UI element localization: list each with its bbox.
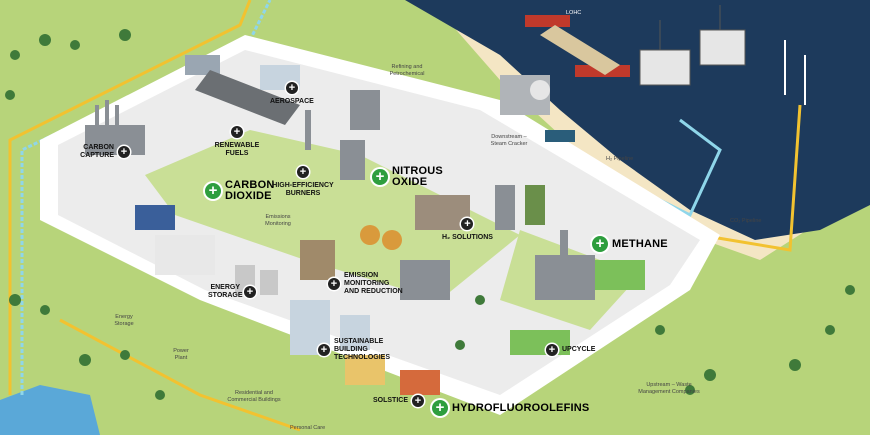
- high-efficiency-burners-label: HIGH-EFFICIENCY BURNERS: [272, 182, 334, 197]
- carbon-dioxide-label: CARBON DIOXIDE: [225, 179, 275, 202]
- plus-icon: +: [546, 344, 558, 356]
- plus-icon: +: [412, 395, 425, 407]
- plus-icon: +: [118, 146, 130, 158]
- plus-icon: +: [205, 183, 221, 199]
- ships: [525, 15, 630, 77]
- upcycle-greenhouse: [510, 330, 570, 355]
- central-green: [145, 130, 520, 300]
- residential-label: Residential and Commercial Buildings: [227, 390, 281, 403]
- nitrous-oxide-label: NITROUS OXIDE: [392, 165, 443, 188]
- airport-runway: [195, 70, 300, 125]
- ocean-bottom-left: [0, 385, 100, 435]
- carbon-capture-plant: [85, 100, 145, 155]
- co2-pipeline-label: CO₂ Pipeline: [730, 218, 762, 224]
- offshore-platforms: [639, 5, 746, 86]
- energy-storage-note: Energy Storage: [114, 314, 134, 327]
- aerospace-label: AEROSPACE: [270, 98, 314, 105]
- emission-monitoring-label: EMISSION MONITORING AND REDUCTION: [344, 272, 403, 295]
- refinery-towers: [305, 90, 380, 180]
- renewable-fuels-hotspot[interactable]: + RENEWABLE FUELS: [212, 126, 262, 158]
- plus-icon: +: [231, 126, 243, 138]
- plus-icon: +: [244, 286, 256, 298]
- trees: [5, 29, 855, 400]
- energy-storage-hotspot[interactable]: ENERGY STORAGE +: [208, 284, 256, 300]
- carbon-capture-label: CARBON CAPTURE: [80, 144, 114, 159]
- plus-icon: +: [372, 169, 388, 185]
- bottom-pipeline: [59, 318, 301, 432]
- carbon-dioxide-hotspot[interactable]: + CARBON DIOXIDE: [205, 180, 281, 202]
- emission-plant: [300, 225, 450, 300]
- plus-icon: +: [297, 166, 309, 178]
- methane-plant: [535, 230, 645, 300]
- co2-pipeline-line: [8, 0, 252, 395]
- high-efficiency-burners-hotspot[interactable]: + HIGH-EFFICIENCY BURNERS: [268, 166, 338, 198]
- sustainable-building-hotspot[interactable]: + SUSTAINABLE BUILDING TECHNOLOGIES: [318, 338, 400, 362]
- solstice-plant: [400, 370, 440, 395]
- plus-icon: +: [592, 236, 608, 252]
- plus-icon: +: [285, 82, 298, 94]
- plus-icon: +: [432, 400, 448, 416]
- plus-icon: +: [318, 344, 330, 356]
- plus-icon: +: [328, 278, 340, 290]
- solstice-hotspot[interactable]: SOLSTICE +: [373, 395, 425, 407]
- emission-monitoring-hotspot[interactable]: + EMISSION MONITORING AND REDUCTION: [328, 272, 406, 296]
- hydrofluoroolefins-hotspot[interactable]: + HYDROFLUOROOLEFINS: [432, 400, 589, 416]
- h2-plant: [415, 185, 545, 230]
- hydrofluoroolefins-label: HYDROFLUOROOLEFINS: [452, 401, 590, 414]
- methane-hotspot[interactable]: + METHANE: [592, 236, 668, 252]
- sustainable-building-label: SUSTAINABLE BUILDING TECHNOLOGIES: [334, 338, 391, 361]
- personal-care-label: Personal Care: [290, 425, 326, 431]
- plus-icon: +: [461, 218, 474, 230]
- lohc-label: LOHC: [566, 10, 582, 16]
- jetty: [540, 25, 620, 75]
- renewable-fuels-label: RENEWABLE FUELS: [214, 142, 260, 157]
- methane-label: METHANE: [612, 237, 668, 250]
- power-plant-label: Power Plant: [173, 348, 189, 361]
- refining-label: Refining and Petrochemical: [389, 64, 425, 77]
- upcycle-hotspot[interactable]: + UPCYCLE: [546, 344, 595, 356]
- upcycle-label: UPCYCLE: [562, 346, 596, 353]
- solstice-label: SOLSTICE: [373, 397, 409, 404]
- wind-turbines: [784, 40, 806, 105]
- carbon-capture-hotspot[interactable]: CARBON CAPTURE +: [78, 144, 130, 160]
- downstream-label: Downstream – Steam Cracker: [490, 134, 528, 147]
- h2-solutions-hotspot[interactable]: + H₂ SOLUTIONS: [442, 218, 493, 242]
- energy-storage-label: ENERGY STORAGE: [208, 284, 243, 299]
- nitrous-oxide-hotspot[interactable]: + NITROUS OXIDE: [372, 166, 448, 188]
- emissions-monitoring-label: Emissions Monitoring: [265, 214, 291, 227]
- upstream-label: Upstream – Waste Management Companies: [638, 382, 700, 395]
- aerospace-hotspot[interactable]: + AEROSPACE: [270, 82, 314, 106]
- ocean: [405, 0, 870, 240]
- h2-pipeline-label: H₂ Pipeline: [606, 156, 634, 162]
- h2-solutions-label: H₂ SOLUTIONS: [442, 234, 493, 241]
- steam-cracker: [500, 75, 575, 142]
